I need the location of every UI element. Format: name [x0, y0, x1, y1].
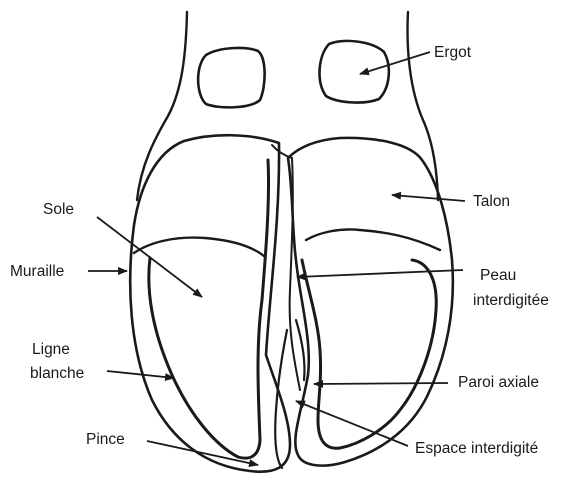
- label-muraille: Muraille: [10, 263, 64, 280]
- leg-outline-left: [137, 12, 187, 200]
- dewclaw-right: [320, 41, 389, 103]
- arrow-talon: [392, 195, 465, 201]
- dewclaw-left: [198, 48, 265, 107]
- label-talon: Talon: [473, 193, 510, 210]
- arrow-paroi-axiale: [314, 383, 448, 384]
- arrow-peau: [297, 270, 463, 277]
- right-white-line: [302, 260, 436, 448]
- label-ergot: Ergot: [434, 44, 472, 61]
- left-claw-wall: [130, 135, 290, 471]
- left-heel-line: [134, 238, 264, 256]
- arrow-ergot: [360, 52, 430, 74]
- label-peau-line2: interdigitée: [473, 292, 549, 309]
- label-espace-interdigite: Espace interdigité: [415, 440, 538, 457]
- label-ligne-line2: blanche: [30, 365, 84, 382]
- arrow-pince: [147, 441, 258, 465]
- left-white-line: [149, 160, 269, 458]
- leg-outline-right: [408, 12, 438, 200]
- label-pince: Pince: [86, 431, 125, 448]
- label-ligne-line1: Ligne: [32, 341, 70, 358]
- label-paroi-axiale: Paroi axiale: [458, 374, 539, 391]
- right-heel-line: [306, 229, 440, 250]
- label-sole: Sole: [43, 201, 74, 218]
- arrow-ligne-blanche: [107, 371, 174, 378]
- label-peau-line1: Peau: [480, 267, 516, 284]
- arrow-espace-interdigite: [296, 401, 408, 446]
